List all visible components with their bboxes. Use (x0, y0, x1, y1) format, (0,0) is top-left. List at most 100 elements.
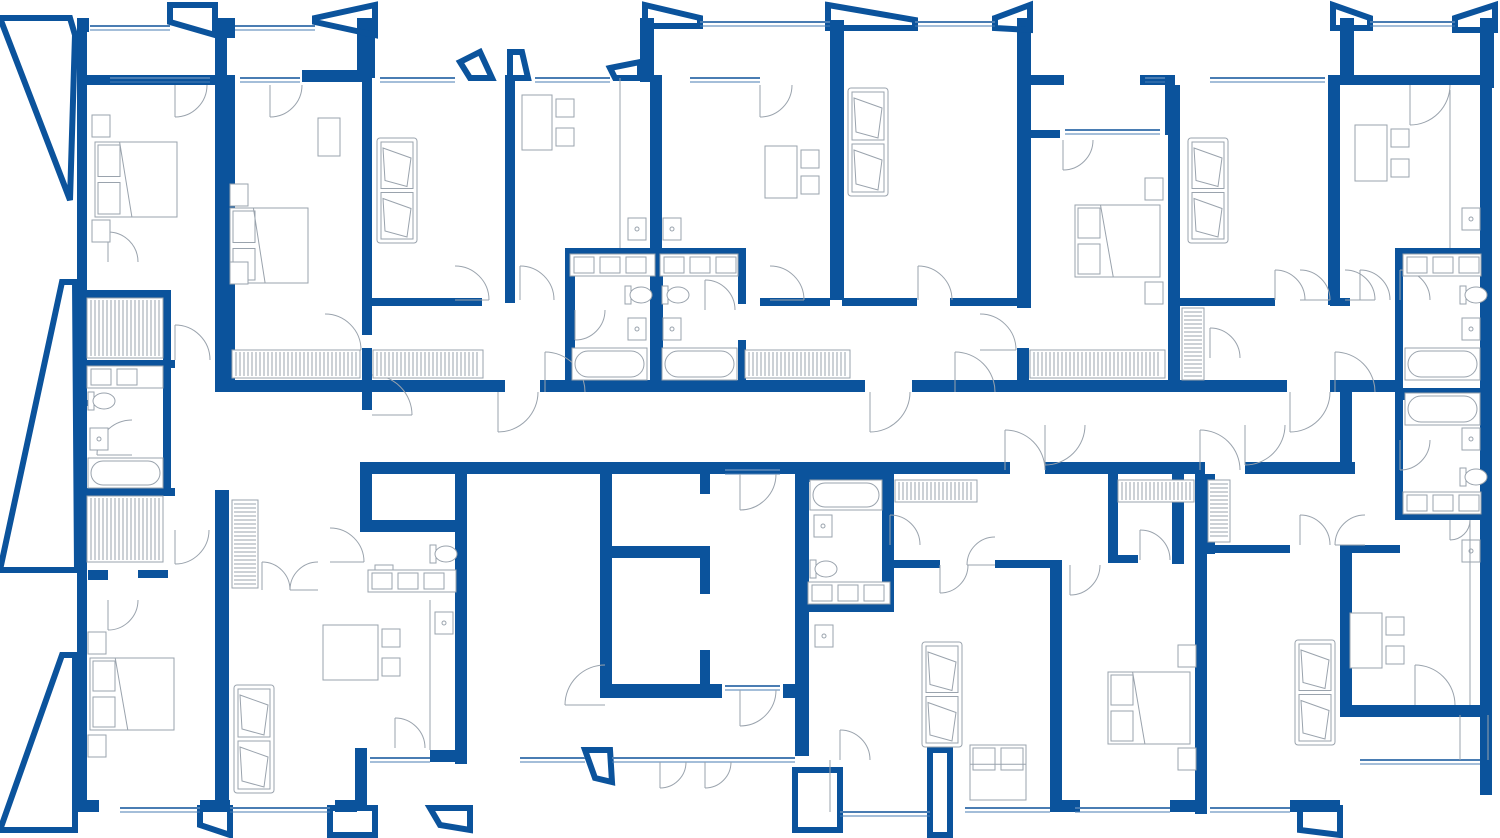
wall-segment (362, 348, 372, 410)
wall-segment (912, 380, 1287, 392)
balcony-wall (992, 0, 1033, 34)
wall-segment (1328, 75, 1340, 305)
wall-segment (738, 340, 746, 388)
nightstand-icon (229, 261, 249, 285)
counter-unit (863, 584, 885, 602)
balcony-wall (792, 767, 843, 833)
wardrobe-icon (231, 499, 259, 589)
sofa-icon (921, 641, 963, 748)
sofa-icon (233, 684, 275, 794)
nightstand-icon (1144, 177, 1164, 201)
sofa-icon (1294, 639, 1336, 746)
wall-segment (1330, 380, 1400, 392)
wall-segment (640, 18, 654, 82)
counter-unit (90, 368, 112, 386)
wall-segment (995, 560, 1055, 568)
wall-segment (372, 520, 457, 532)
wall-segment (808, 474, 893, 482)
door-swing-icon (564, 664, 606, 706)
nightstand-icon (87, 734, 107, 758)
balcony-wall (424, 805, 473, 834)
washbasin-icon (89, 427, 109, 451)
wall-segment (1395, 248, 1403, 388)
chair-icon (1390, 158, 1410, 178)
door-swing-icon (269, 84, 303, 118)
basin-drain (634, 226, 640, 232)
wall-segment (1028, 75, 1064, 85)
washbasin-icon (1461, 207, 1481, 231)
wall-segment (1340, 705, 1460, 717)
wall-segment (355, 748, 367, 808)
wall-segment (1330, 75, 1340, 87)
chair-icon (1385, 645, 1405, 665)
tub-inner (90, 460, 161, 486)
kitchen-counter-icon (1402, 253, 1482, 277)
kitchen-counter-icon (86, 365, 164, 389)
door-swing-icon (954, 351, 996, 393)
wall-segment (1170, 800, 1200, 812)
door-swing-icon (889, 514, 921, 546)
door-swing-icon (704, 279, 736, 311)
bed-pillow (1077, 243, 1101, 275)
wall-segment (85, 488, 175, 496)
counter-unit (837, 584, 859, 602)
door-swing-icon (519, 265, 555, 301)
balcony-wall (1330, 0, 1373, 31)
counter-unit (371, 572, 393, 590)
table-top (521, 94, 553, 151)
wall-segment (138, 570, 168, 578)
wardrobe-frame (1207, 479, 1231, 543)
toilet-bowl (1464, 286, 1488, 304)
wardrobe-icon (86, 495, 164, 563)
toilet-bowl (814, 560, 838, 578)
wall-segment (85, 290, 170, 298)
kitchen-counter-icon (1402, 491, 1482, 515)
door-swing-icon (261, 561, 291, 591)
wall-segment (1195, 474, 1207, 814)
counter-unit (1458, 494, 1480, 512)
door-swing-icon (1139, 529, 1171, 561)
door-swing-icon (324, 313, 362, 351)
counter-unit (599, 256, 621, 274)
wall-segment (163, 290, 171, 490)
bathtub-icon (571, 347, 648, 381)
nightstand-icon (1177, 747, 1197, 771)
balcony-wall (327, 805, 378, 838)
wall-segment (360, 462, 372, 532)
balcony-wall (1297, 805, 1343, 838)
door-swing-icon (497, 391, 539, 433)
wall-segment (372, 298, 482, 306)
sofa-pillow (382, 197, 412, 238)
door-swing-icon (1344, 269, 1376, 301)
door-swing-icon (1069, 564, 1101, 596)
toilet-icon (429, 544, 458, 564)
counter-unit (625, 256, 647, 274)
door-swing-icon (739, 689, 777, 727)
double-bed-icon (94, 141, 178, 218)
wall-segment (362, 75, 372, 335)
washbasin-icon (434, 611, 454, 635)
wall-segment (77, 18, 89, 32)
wall-segment (1395, 512, 1483, 520)
wall-segment (215, 18, 227, 390)
wall-segment (890, 560, 940, 568)
wall-segment (600, 474, 612, 684)
wall-segment (1395, 248, 1483, 256)
wardrobe-icon (372, 349, 484, 379)
wall-segment (302, 70, 372, 82)
washbasin-icon (662, 217, 682, 241)
door-swing-icon (1244, 424, 1286, 466)
chair-icon (381, 628, 401, 648)
balcony-wall (0, 652, 78, 833)
basin-drain (441, 620, 447, 626)
sofa-pillow (927, 651, 957, 692)
chair-icon (1390, 128, 1410, 148)
basin-drain (669, 226, 675, 232)
door-swing-icon (1334, 351, 1376, 393)
counter-unit (689, 256, 711, 274)
door-swing-icon (939, 564, 969, 594)
bed-pillow (972, 747, 996, 771)
bed-pillow (97, 144, 121, 177)
